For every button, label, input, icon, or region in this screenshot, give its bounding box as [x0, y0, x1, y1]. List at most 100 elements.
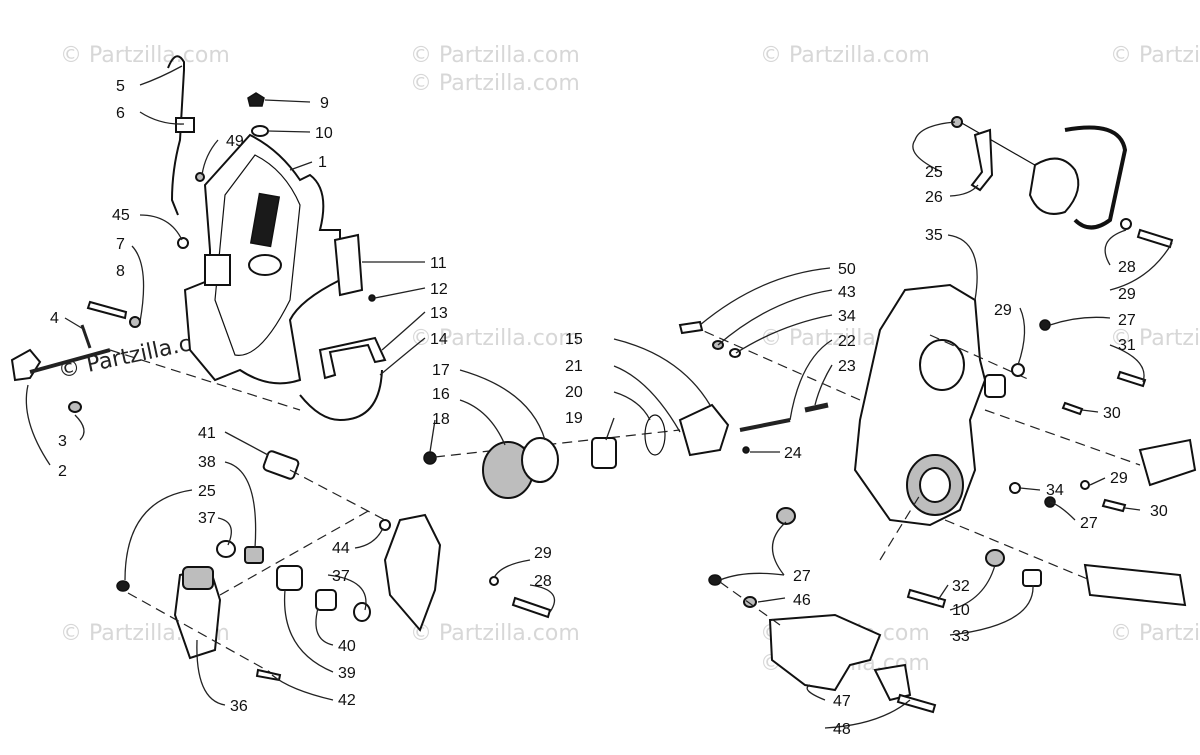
input-shaft	[1138, 438, 1197, 487]
screw-12	[368, 294, 376, 302]
caliper-top	[182, 566, 214, 590]
chaincase-cover-assembly	[10, 55, 387, 422]
callout-11: 11	[430, 255, 447, 272]
cover-mount	[204, 254, 231, 286]
cover-boss	[248, 254, 282, 276]
assembly-line	[929, 334, 1031, 381]
callout-37: 37	[198, 510, 216, 527]
mount-plate	[1028, 157, 1080, 215]
callout-42: 42	[338, 692, 356, 709]
callout-31: 31	[1118, 337, 1136, 354]
callout-35: 35	[925, 227, 943, 244]
tensioner-body-15	[678, 403, 730, 457]
callout-23: 23	[838, 358, 856, 375]
callout-37b: 37	[332, 568, 350, 585]
callout-38: 38	[198, 454, 216, 471]
callout-29b: 29	[1118, 286, 1136, 303]
bolt-30b	[1101, 498, 1127, 513]
cap-17	[521, 437, 559, 483]
nut-3	[68, 401, 82, 413]
watermark: © Partzilla.com	[410, 43, 580, 68]
callout-26: 26	[925, 189, 943, 206]
leader-lines	[25, 65, 1173, 729]
callout-49: 49	[226, 133, 244, 150]
inspection-plate	[333, 233, 364, 297]
callout-28: 28	[534, 573, 552, 590]
upper-bore	[919, 339, 965, 391]
callout-16: 16	[432, 386, 450, 403]
watermark: © Partzilla.com	[1110, 326, 1200, 351]
output-shaft	[1083, 563, 1187, 607]
callout-2: 2	[58, 463, 67, 480]
assembly-line	[879, 494, 921, 561]
spacer-38	[244, 546, 264, 564]
bushing-41	[262, 450, 300, 480]
nut-27	[1039, 319, 1051, 331]
bolt-28b	[1136, 228, 1174, 249]
washer-34b	[1009, 482, 1021, 494]
callout-39: 39	[338, 665, 356, 682]
callout-44: 44	[332, 540, 350, 557]
nut-27d	[708, 574, 722, 586]
bolt-48	[896, 693, 937, 714]
bolt-28	[511, 596, 552, 619]
nut-25	[116, 580, 130, 592]
bolt-31	[1116, 370, 1147, 388]
callout-27c: 27	[793, 568, 811, 585]
wire-clip	[299, 369, 383, 422]
callout-1: 1	[318, 154, 327, 171]
callout-34: 34	[838, 308, 856, 325]
washer-46	[743, 596, 757, 608]
lockwasher-7	[129, 316, 141, 328]
assembly-line	[289, 469, 386, 521]
callout-13: 13	[430, 305, 448, 322]
cover-rib	[249, 192, 281, 248]
callout-36: 36	[230, 698, 248, 715]
callout-10: 10	[315, 125, 333, 142]
washer-10	[251, 125, 269, 137]
callout-28b: 28	[1118, 259, 1136, 276]
washer-29c	[1011, 363, 1025, 377]
watermark: © Partzilla.com	[410, 71, 580, 96]
callout-3: 3	[58, 433, 67, 450]
washer-37b	[353, 602, 371, 622]
lever-shaft	[29, 348, 111, 374]
callout-9: 9	[320, 95, 329, 112]
callout-21: 21	[565, 358, 583, 375]
callout-43: 43	[838, 284, 856, 301]
chaincase-cover-inner	[214, 154, 301, 356]
spacer-29	[984, 374, 1006, 398]
clip-26	[970, 128, 994, 192]
plate-47b	[873, 663, 912, 702]
callout-29d: 29	[1110, 470, 1128, 487]
callout-30b: 30	[1150, 503, 1168, 520]
bolt-18	[423, 451, 437, 465]
watermark: © Partzilla.com	[60, 43, 230, 68]
bracket-47	[768, 613, 882, 692]
nut-27c	[776, 507, 796, 525]
callout-15: 15	[565, 331, 583, 348]
assembly-line	[219, 509, 371, 596]
washer-44	[379, 519, 391, 531]
sleeve-19	[591, 437, 617, 469]
bolt-30	[1061, 401, 1084, 416]
bolt-50	[678, 320, 704, 335]
washer-37	[216, 540, 236, 558]
callout-34b: 34	[1046, 482, 1064, 499]
bolt-8	[86, 300, 128, 320]
watermark: © Partzilla.com	[760, 43, 930, 68]
dipstick	[167, 55, 185, 216]
assembly-line	[434, 429, 681, 458]
callout-7: 7	[116, 236, 125, 253]
washer-29d	[1080, 480, 1090, 490]
disc-edge	[1064, 125, 1128, 230]
bearing-bore-inner	[919, 467, 951, 503]
callout-40: 40	[338, 638, 356, 655]
assembly-line	[127, 592, 271, 673]
callout-32: 32	[952, 578, 970, 595]
watermark: © Partzilla.com	[1110, 43, 1200, 68]
callout-10b: 10	[952, 602, 970, 619]
callout-29c: 29	[994, 302, 1012, 319]
callout-25: 25	[198, 483, 216, 500]
